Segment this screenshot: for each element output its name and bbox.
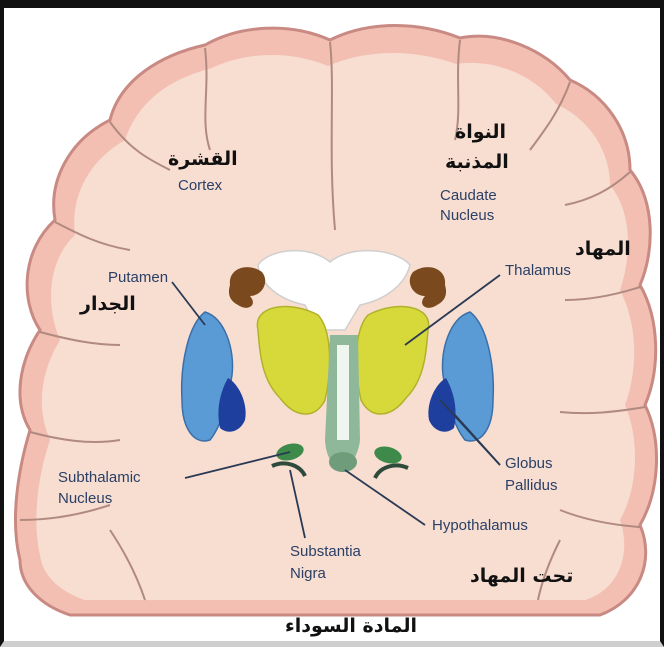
label-hypothalamus-ar: تحت المهاد	[470, 565, 573, 587]
label-hypothalamus-en: Hypothalamus	[432, 517, 528, 534]
label-caudate-ar-2: المذنبة	[445, 151, 509, 173]
label-thalamus-en: Thalamus	[505, 262, 571, 279]
label-putamen-en: Putamen	[108, 269, 168, 286]
label-substantia-en-2: Nigra	[290, 565, 327, 582]
mammillary-body	[329, 452, 357, 472]
label-caudate-ar-1: النواة	[455, 121, 506, 143]
midline-cavity	[337, 345, 349, 440]
label-cortex-ar: القشرة	[168, 148, 238, 170]
label-putamen-ar: الجدار	[79, 293, 136, 315]
label-globus-en-1: Globus	[505, 455, 553, 472]
label-caudate-en-1: Caudate	[440, 187, 497, 204]
label-globus-en-2: Pallidus	[505, 477, 558, 494]
label-subthalamic-en-2: Nucleus	[58, 490, 112, 507]
label-subthalamic-en-1: Subthalamic	[58, 469, 141, 486]
label-cortex-en: Cortex	[178, 177, 223, 194]
label-substantia-en-1: Substantia	[290, 543, 362, 560]
label-substantia-ar: المادة السوداء	[285, 615, 417, 637]
label-thalamus-ar: المهاد	[575, 238, 631, 260]
label-caudate-en-2: Nucleus	[440, 207, 494, 224]
